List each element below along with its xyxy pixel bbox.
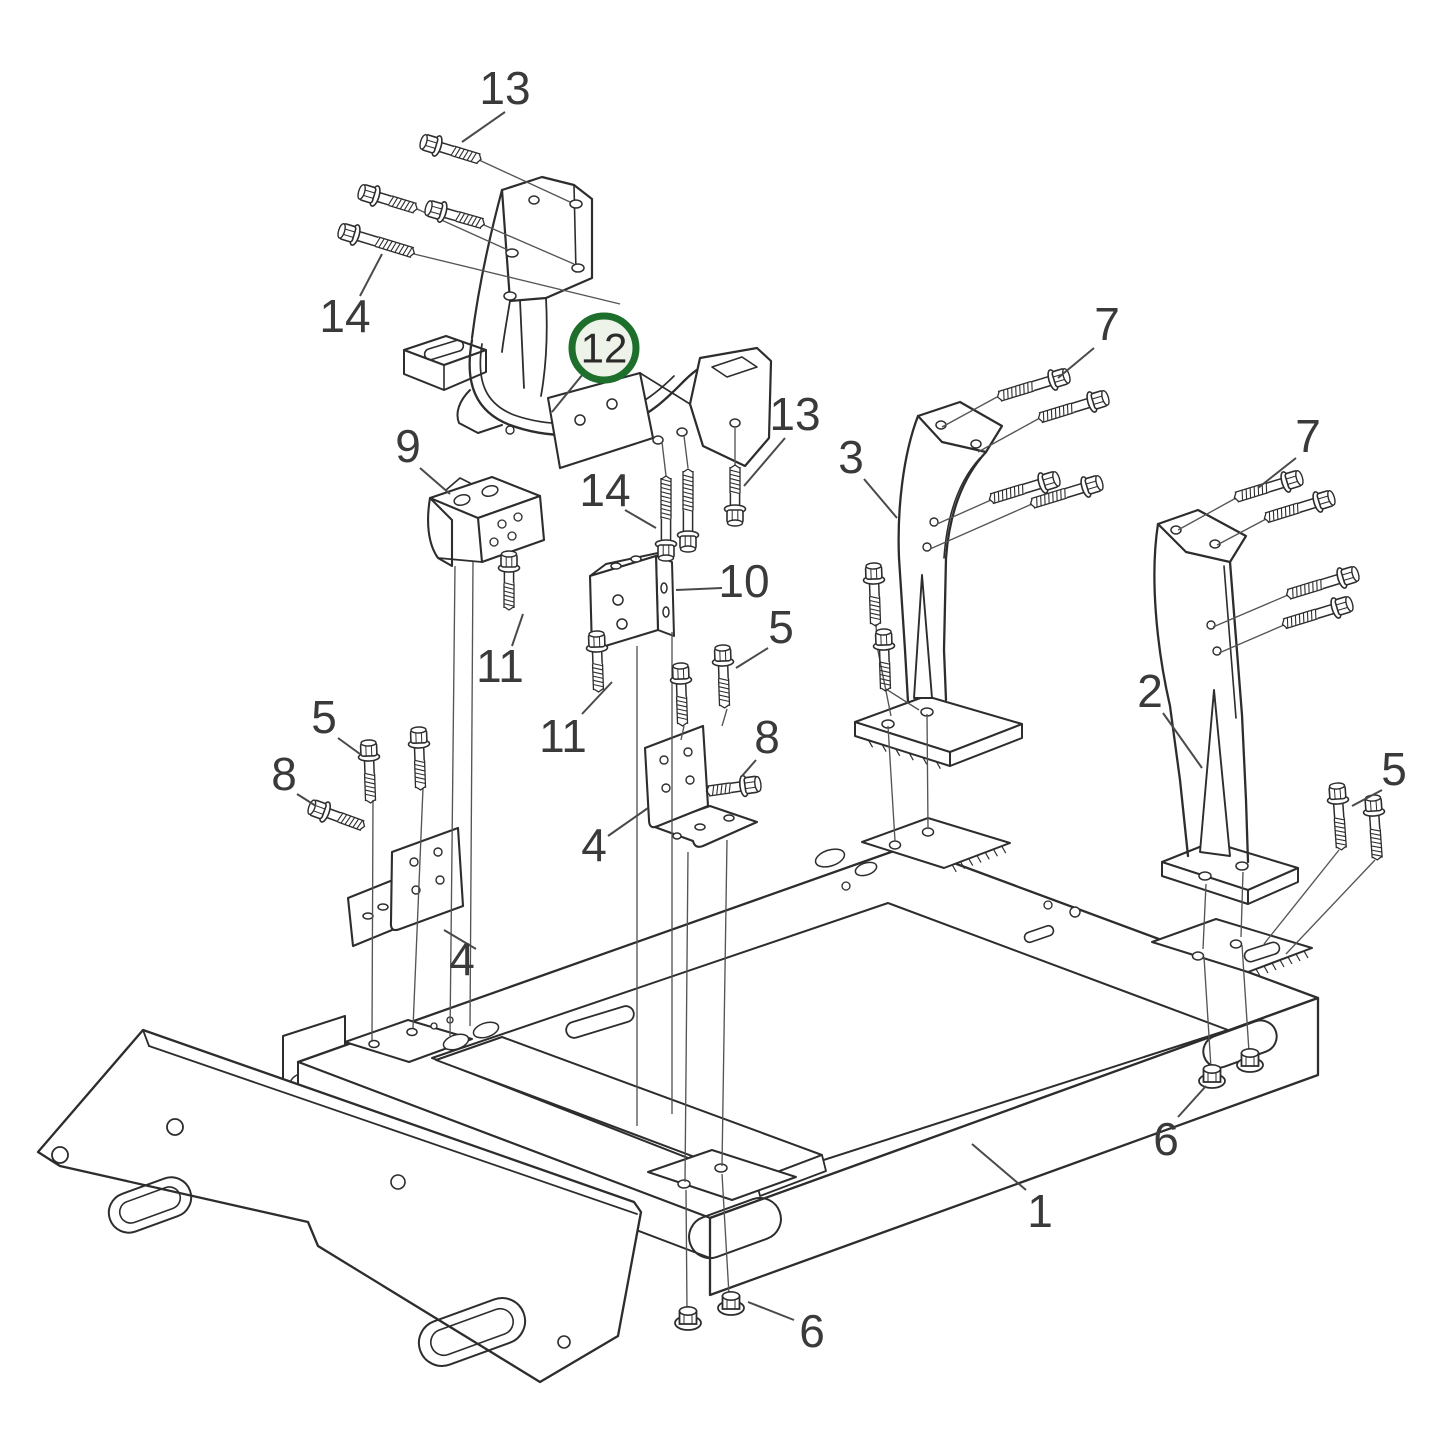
bracket-parts xyxy=(346,175,1300,948)
part-callout-7[interactable]: 7 xyxy=(1295,410,1321,462)
projection-lines xyxy=(371,159,1376,1311)
bolt xyxy=(407,726,431,791)
part-callout-12[interactable]: 12 xyxy=(568,312,640,384)
bolt xyxy=(723,464,747,527)
part-callout-5[interactable]: 5 xyxy=(311,691,337,743)
bolt xyxy=(497,550,521,611)
top-plate-bracket xyxy=(470,175,594,397)
bolt xyxy=(1233,469,1304,503)
nut xyxy=(674,1306,702,1331)
frame-part-1 xyxy=(282,844,1320,1297)
part-callout-13[interactable]: 13 xyxy=(479,62,530,114)
bracket-part-9 xyxy=(427,475,546,568)
bolt xyxy=(669,662,693,727)
bolt xyxy=(872,628,896,692)
part-callout-5[interactable]: 5 xyxy=(1381,743,1407,795)
bolt xyxy=(357,183,418,214)
bolt xyxy=(654,475,678,562)
bolt xyxy=(1281,595,1354,630)
bolt xyxy=(862,562,886,627)
frame-front-plate xyxy=(36,1028,643,1384)
bolts-and-nuts xyxy=(307,133,1386,1331)
part-number-label: 4 xyxy=(581,819,607,871)
part-number-label: 7 xyxy=(1295,410,1321,462)
bolt xyxy=(1263,489,1336,524)
mount-casting-part-12 xyxy=(402,334,773,470)
part-callout-11[interactable]: 11 xyxy=(539,710,587,762)
part-callout-6[interactable]: 6 xyxy=(799,1305,825,1357)
bolt xyxy=(419,133,482,165)
bracket-part-10 xyxy=(588,549,675,652)
part-number-label: 14 xyxy=(579,464,630,516)
part-number-label: 5 xyxy=(1381,743,1407,795)
bracket-part-4-middle xyxy=(643,724,759,848)
bolt xyxy=(1362,794,1386,861)
part-number-label: 8 xyxy=(271,748,297,800)
bracket-part-2 xyxy=(1153,508,1300,905)
bolt xyxy=(357,739,381,804)
nut xyxy=(1236,1048,1264,1073)
part-callout-2[interactable]: 2 xyxy=(1137,665,1163,717)
bolt xyxy=(1037,389,1110,424)
part-number-label: 6 xyxy=(799,1305,825,1357)
part-number-label: 11 xyxy=(476,640,524,692)
part-number-label: 12 xyxy=(581,325,628,372)
part-callout-13[interactable]: 13 xyxy=(769,388,820,440)
part-number-label: 4 xyxy=(449,933,475,985)
bolt xyxy=(1285,565,1360,600)
part-number-label: 5 xyxy=(768,601,794,653)
bracket-part-4-left xyxy=(346,826,465,948)
part-number-label: 1 xyxy=(1027,1185,1053,1237)
bolt xyxy=(705,774,762,798)
part-callout-7[interactable]: 7 xyxy=(1094,298,1120,350)
part-callout-4[interactable]: 4 xyxy=(449,933,475,985)
bracket-part-3 xyxy=(853,400,1024,770)
part-callout-8[interactable]: 8 xyxy=(271,748,297,800)
part-number-label: 5 xyxy=(311,691,337,743)
part-number-label: 3 xyxy=(838,431,864,483)
part-callout-14[interactable]: 14 xyxy=(579,464,630,516)
bolt xyxy=(711,644,735,709)
part-callout-11[interactable]: 11 xyxy=(476,640,524,692)
part-number-label: 13 xyxy=(479,62,530,114)
part-callout-6[interactable]: 6 xyxy=(1153,1113,1179,1165)
part-number-label: 10 xyxy=(718,555,769,607)
part-number-label: 13 xyxy=(769,388,820,440)
nut xyxy=(1198,1064,1226,1089)
bolt xyxy=(676,468,700,553)
part-callout-10[interactable]: 10 xyxy=(718,555,769,607)
part-number-label: 7 xyxy=(1094,298,1120,350)
part-number-label: 14 xyxy=(319,290,370,342)
part-number-label: 11 xyxy=(539,710,587,762)
bolt xyxy=(1326,782,1350,851)
bolt xyxy=(307,799,366,831)
nut xyxy=(717,1291,745,1316)
bolt xyxy=(988,470,1061,505)
part-callout-14[interactable]: 14 xyxy=(319,290,370,342)
part-callout-4[interactable]: 4 xyxy=(581,819,607,871)
part-callout-5[interactable]: 5 xyxy=(768,601,794,653)
part-callout-1[interactable]: 1 xyxy=(1027,1185,1053,1237)
bolt xyxy=(1029,474,1104,509)
callout-leaders xyxy=(296,111,1383,1321)
part-callout-3[interactable]: 3 xyxy=(838,431,864,483)
part-number-label: 6 xyxy=(1153,1113,1179,1165)
part-number-label: 9 xyxy=(395,420,421,472)
bolt xyxy=(337,222,416,258)
bolt xyxy=(996,367,1071,402)
part-number-label: 2 xyxy=(1137,665,1163,717)
bolt xyxy=(585,630,609,693)
bolt xyxy=(424,200,486,230)
part-callout-9[interactable]: 9 xyxy=(395,420,421,472)
highlight-ring xyxy=(568,312,640,384)
part-callout-8[interactable]: 8 xyxy=(754,711,780,763)
part-number-label: 8 xyxy=(754,711,780,763)
